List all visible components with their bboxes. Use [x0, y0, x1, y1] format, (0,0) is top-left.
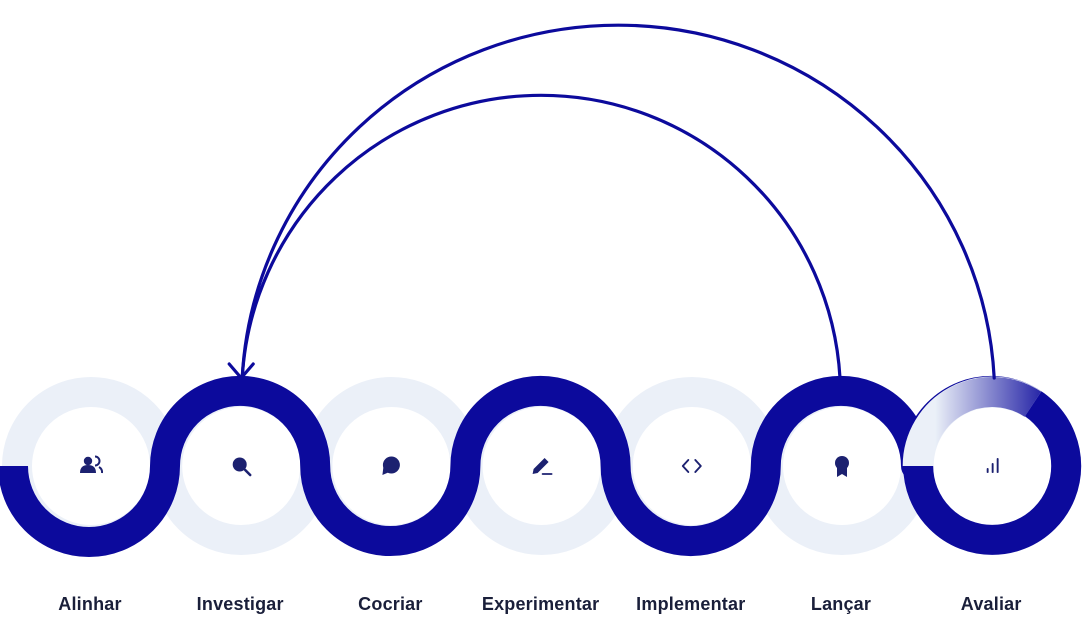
award-icon — [835, 456, 849, 477]
arrowhead — [227, 362, 255, 380]
step-label-7: Avaliar — [961, 594, 1022, 614]
step-label-2: Investigar — [197, 594, 284, 614]
search-icon — [232, 457, 252, 477]
step-label-6: Lançar — [811, 594, 871, 614]
pencil-icon — [532, 458, 553, 475]
step-icons — [80, 455, 999, 477]
step-label-3: Cocriar — [358, 594, 422, 614]
feedback-loops — [227, 23, 996, 380]
bar-chart-icon — [986, 458, 999, 473]
users-icon — [80, 455, 104, 474]
step-label-4: Experimentar — [482, 594, 599, 614]
code-icon — [681, 459, 702, 473]
chat-bubble-icon — [382, 456, 400, 475]
process-wave — [0, 375, 1082, 557]
feedback-arc-1 — [240, 93, 842, 380]
fade-gradient — [903, 377, 1042, 467]
feedback-arc-2 — [240, 23, 996, 380]
step-labels: Alinhar Investigar Cocriar Experimentar Impl… — [58, 594, 1021, 614]
step-label-5: Implementar — [636, 594, 745, 614]
step-label-1: Alinhar — [58, 594, 121, 614]
